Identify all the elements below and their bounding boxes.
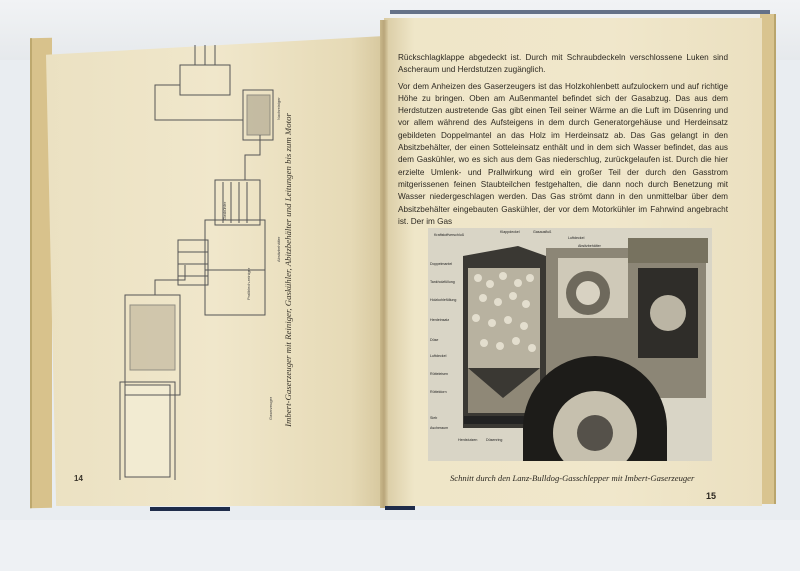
figure-label: Sieb: [430, 416, 438, 420]
figure-label: Düse: [430, 338, 439, 342]
paragraph-2: Vor dem Anheizen des Gaserzeugers ist da…: [398, 81, 728, 226]
tractor-cutaway-illustration: [428, 228, 712, 461]
tractor-cutaway-figure: Kraftstoffverschluß Klappdeckel Gasausfl…: [428, 228, 712, 461]
label-nachreiniger: Nachreiniger: [276, 97, 281, 120]
left-figure-caption: Imbert-Gaserzeuger mit Reiniger, Gaskühl…: [283, 113, 293, 427]
figure-label: Düsenring: [486, 438, 503, 442]
left-page: [46, 36, 384, 506]
cover-edge-bottom-right: [385, 506, 415, 510]
cover-edge-bottom-left: [150, 507, 230, 511]
figure-label: Ascheraum: [430, 426, 449, 430]
figure-label: Gasausfluß: [533, 230, 552, 234]
figure-label: Kraftstoffverschluß: [434, 233, 464, 237]
book-cover-edge: [390, 10, 770, 14]
figure-label: Rütteleisen: [430, 372, 448, 376]
figure-label: Luftdeckel: [430, 354, 447, 358]
label-absitzbehaelter: Absitzbehälter: [276, 236, 281, 262]
figure-label: Klappdeckel: [500, 230, 520, 234]
background-table: [0, 520, 800, 571]
figure-label: Herdstutzen: [458, 438, 478, 442]
figure-label: Luftdeckel: [568, 236, 585, 240]
figure-label: Rütteldorn: [430, 390, 447, 394]
label-gaserzeuger: Gaserzeuger: [268, 396, 273, 420]
page-number-left: 14: [74, 474, 83, 483]
page-number-right: 15: [706, 491, 717, 501]
figure-label: Absitzbehälter: [578, 244, 601, 248]
paragraph-1: Rückschlagklappe abgedeckt ist. Durch mi…: [398, 53, 728, 75]
figure-label: Doppelmantel: [430, 262, 453, 266]
label-prallblechreiniger: Prallblech-reiniger: [246, 267, 251, 300]
gas-generator-diagram: [119, 45, 274, 480]
figure-label: Holzkohlefüllung: [430, 298, 457, 302]
book-gutter: [380, 20, 388, 508]
right-figure-caption: Schnitt durch den Lanz-Bulldog-Gasschlep…: [450, 473, 695, 483]
body-text: Rückschlagklappe abgedeckt ist. Durch mi…: [398, 52, 728, 232]
book-cover-right: [760, 14, 776, 504]
figure-label: Tankholzfüllung: [430, 280, 455, 284]
figure-label: Herdeinsatz: [430, 318, 450, 322]
label-gaskuehler: Gaskühler: [222, 201, 227, 220]
